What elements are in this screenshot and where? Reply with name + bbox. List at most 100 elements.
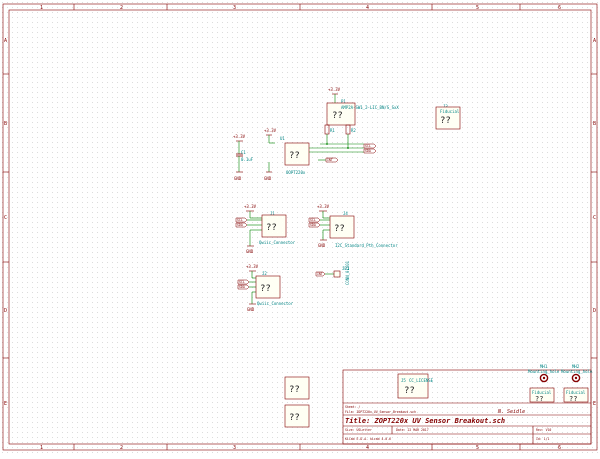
tb-author: N. Seidle <box>497 409 525 415</box>
j5-unknown-symbol: ?? <box>404 386 415 396</box>
mh1-value: Mounting_hole <box>528 369 560 374</box>
title-block <box>342 369 592 445</box>
drawing-frame <box>2 3 598 451</box>
j1-value: Qwiic_Connector <box>259 240 296 245</box>
unknown-b-text: ?? <box>289 413 300 423</box>
j4-ref: J4 <box>343 211 348 216</box>
frame-col-1-bottom: 1 <box>40 445 43 451</box>
j4-gnd-label: GND <box>318 243 326 248</box>
connector-j1[interactable]: +3.3V J1 SCL SDA ?? Qwiic_Connector GND <box>235 204 296 254</box>
scl-label: SCL <box>365 144 371 148</box>
frame-row-d-right: D <box>593 308 596 314</box>
connector-j4[interactable]: +3.3V J4 SCL SDA ?? I2C_Standard_Pth_Con… <box>308 204 398 248</box>
fiducial-j3[interactable]: J3 Fiducial ?? <box>435 104 461 130</box>
frame-col-3-bottom: 3 <box>233 445 236 451</box>
frame-col-3: 3 <box>233 5 236 11</box>
sensor-u1[interactable]: U1 ?? OOPT220x <box>280 136 310 175</box>
frame-row-c: C <box>4 215 7 221</box>
frame-row-e-right: E <box>593 401 596 407</box>
capacitor-c1[interactable]: +3.3V C1 0.1uF GND <box>233 134 254 181</box>
c1-power-label: +3.3V <box>233 134 246 139</box>
frame-row-a-right: A <box>593 38 596 44</box>
fid1-unknown-symbol: ?? <box>535 395 543 403</box>
fid1-label: Fiducial <box>532 390 552 395</box>
net-label-scl[interactable]: SCL <box>363 143 377 149</box>
cc-license-j5[interactable]: J5 CC_LICENSE ?? <box>397 373 434 399</box>
net-label-int[interactable]: INT <box>325 157 339 163</box>
j3-unknown-symbol: ?? <box>440 116 451 126</box>
tb-date: Date: 22 MAR 2017 <box>396 428 429 432</box>
frame-col-6: 6 <box>558 5 561 11</box>
c1-gnd-label: GND <box>234 176 242 181</box>
r1-label: R1 <box>330 128 335 133</box>
j2-value: Qwiic_Connector <box>257 301 294 306</box>
j3-value: Fiducial <box>440 109 460 114</box>
tb-size: Size: USLetter <box>345 428 372 432</box>
frame-row-a: A <box>4 38 7 44</box>
unknown-symbol-b[interactable]: ?? <box>284 404 310 428</box>
connector-j2[interactable]: +3.3V J2 SCL SDA ?? Qwiic_Connector GND <box>237 264 294 312</box>
fid2-unknown-symbol: ?? <box>569 395 577 403</box>
unknown-symbol-a[interactable]: ?? <box>284 376 310 400</box>
u1-power-pins[interactable]: +3.3V GND <box>264 128 277 181</box>
mounting-hole-mh1[interactable]: MH1 Mounting_hole <box>528 364 560 383</box>
frame-row-e: E <box>4 401 7 407</box>
p1-power-label: +3.3V <box>328 87 341 92</box>
j1-power-label: +3.3V <box>244 204 257 209</box>
j1-sda-label: SDA <box>237 223 243 227</box>
fid2-label: Fiducial <box>566 390 586 395</box>
frame-row-c-right: C <box>593 215 596 221</box>
j2-ref: J2 <box>262 271 267 276</box>
u1-unknown-symbol: ?? <box>289 151 300 161</box>
frame-col-1: 1 <box>40 5 43 11</box>
c1-ref: C1 <box>241 150 246 155</box>
fiducial-2[interactable]: Fiducial ?? <box>563 387 589 403</box>
tb-kicad: KiCad E.D.A. kicad 4.0.6 <box>345 437 391 441</box>
j1-unknown-symbol: ?? <box>266 223 277 233</box>
u1-ref: U1 <box>280 136 285 141</box>
mh2-ref: MH2 <box>572 364 580 369</box>
j1-scl-label: SCL <box>237 218 243 222</box>
jp1-int-label: INT <box>317 272 323 276</box>
r2-label: R2 <box>351 128 356 133</box>
p1-value: AMP2A-SW1_2-LIC_BN/S_SxX <box>341 105 399 110</box>
net-label-sda[interactable]: SDA <box>363 148 377 154</box>
frame-col-2-bottom: 2 <box>120 445 123 451</box>
j2-power-label: +3.3V <box>246 264 259 269</box>
j1-gnd-label: GND <box>246 249 254 254</box>
tb-rev: Rev: V10 <box>536 428 551 432</box>
j2-gnd-label: GND <box>247 307 255 312</box>
u1-power-label: +3.3V <box>264 128 277 133</box>
j2-unknown-symbol: ?? <box>260 284 271 294</box>
frame-row-labels: A B C D E A B C D E <box>4 38 596 407</box>
i2c-bus-wires <box>309 143 364 161</box>
frame-row-d: D <box>4 308 7 314</box>
tb-id: Id: 1/1 <box>536 437 550 441</box>
p1-unknown-symbol: ?? <box>332 111 343 121</box>
sda-label: SDA <box>365 149 371 153</box>
jp1-value: CONN_01x01 <box>345 260 350 285</box>
unknown-a-text: ?? <box>289 385 300 395</box>
int-label: INT <box>327 158 333 162</box>
mh2-value: Mounting_hole <box>561 369 593 374</box>
frame-row-b: B <box>4 121 7 127</box>
u1-gnd-label: GND <box>264 176 272 181</box>
tb-sheet: Sheet: / <box>345 405 360 409</box>
j5-value: CC_LICENSE <box>409 378 434 383</box>
mounting-hole-mh2[interactable]: MH2 Mounting_hole <box>561 364 593 383</box>
connector-p1[interactable]: +3.3V P1 ?? AMP2A-SW1_2-LIC_BN/S_SxX R1 … <box>324 87 399 148</box>
j4-unknown-symbol: ?? <box>334 224 345 234</box>
j4-sda-label: SDA <box>310 223 316 227</box>
j1-ref: J1 <box>270 211 275 216</box>
tb-file: File: ZOPT220x_UV_Sensor_Breakout.sch <box>345 410 416 414</box>
j5-ref: J5 <box>401 378 406 383</box>
j4-scl-label: SCL <box>310 218 316 222</box>
j4-power-label: +3.3V <box>317 204 330 209</box>
fiducial-1[interactable]: Fiducial ?? <box>529 387 555 403</box>
frame-column-labels: 1 2 3 4 5 6 1 2 3 4 5 6 <box>40 5 561 451</box>
connector-jp1[interactable]: INT JP1 CONN_01x01 <box>315 260 350 285</box>
tb-title: Title: ZOPT220x UV Sensor Breakout.sch <box>345 417 505 425</box>
frame-col-5: 5 <box>476 5 479 11</box>
